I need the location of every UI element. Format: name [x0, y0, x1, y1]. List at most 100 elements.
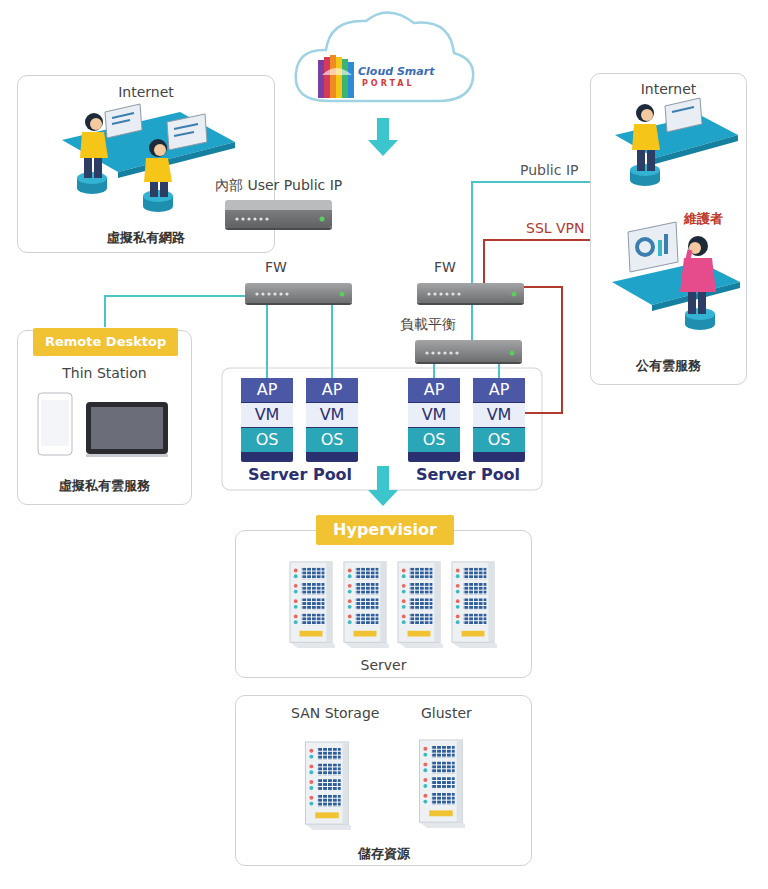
office-workers [62, 104, 235, 212]
maintainer-figure-part [628, 222, 678, 272]
office-workers-part [174, 124, 198, 129]
node-text: FW [434, 258, 456, 276]
firewall-device: FW [417, 283, 524, 303]
node-text: 虛擬私有網路 [18, 229, 274, 247]
node-text: 內部 User Public IP [215, 176, 342, 194]
public-user-part [641, 109, 653, 121]
storage-panel: SAN Storage Gluster 儲存資源 [235, 695, 532, 866]
node-text: VM [241, 403, 293, 427]
portal-logo-part [336, 57, 342, 98]
node-text: OS [408, 428, 460, 452]
node-text: AP [306, 378, 358, 402]
server-pool-group: APVMOSAPVMOSServer Pool [400, 372, 536, 488]
node-text: Remote Desktop [33, 328, 178, 356]
device-leds [225, 200, 332, 228]
node-text: 虛擬私有雲服務 [18, 477, 191, 495]
public-user-part [665, 98, 702, 132]
device-leds-part [451, 292, 454, 295]
node-text: OS [306, 428, 358, 452]
device-leds-part [455, 351, 458, 354]
server-racks [290, 562, 502, 648]
vm-stack: APVMOS [241, 378, 293, 462]
maintainer-figure-part [686, 250, 690, 268]
node-text: OS [241, 428, 293, 452]
node-text: 儲存資源 [236, 845, 531, 863]
node-text: Server Pool [232, 466, 368, 484]
connector-line [433, 362, 435, 378]
device-leds-part [457, 292, 460, 295]
portal-logo [318, 55, 354, 98]
device-leds-part [235, 217, 238, 220]
connector-line [524, 287, 562, 413]
maintainer-figure-part [637, 239, 653, 255]
server-racks-part [344, 562, 394, 648]
server-racks-part [290, 562, 340, 648]
storage-racks-part [419, 740, 470, 828]
portal-logo-part [342, 59, 348, 98]
device-leds-part [445, 292, 448, 295]
device-leds-part [261, 292, 264, 295]
office-workers-part [90, 118, 102, 130]
device-leds-part [273, 292, 276, 295]
office-workers-part [112, 113, 134, 118]
office-workers-part [167, 114, 207, 150]
device-leds-part [241, 217, 244, 220]
hypervisor-panel: HypervisiorServer [235, 530, 532, 678]
storage-racks [305, 740, 470, 830]
device-leds-part [437, 351, 440, 354]
device-leds-part [259, 217, 262, 220]
node-text: 維護者 [684, 210, 723, 228]
switch-device: 內部 User Public IP [225, 200, 332, 228]
connector-line [472, 182, 590, 283]
node-text: FW [265, 258, 287, 276]
thin-clients-part [91, 407, 163, 449]
device-leds-part [439, 292, 442, 295]
flow-arrow [368, 118, 398, 156]
node-text: VM [306, 403, 358, 427]
node-text: AP [241, 378, 293, 402]
device-leds-part [340, 292, 345, 297]
portal-logo-part [324, 57, 330, 98]
office-workers-part [174, 132, 194, 136]
thin-clients [38, 393, 168, 457]
vm-stack: APVMOS [306, 378, 358, 462]
connector-line [498, 362, 500, 378]
device-leds-part [512, 292, 517, 297]
node-text: AP [408, 378, 460, 402]
office-workers-part [105, 104, 142, 138]
device-leds-part [433, 292, 436, 295]
connector-line [331, 303, 333, 378]
device-leds-part [265, 217, 268, 220]
portal-logo-part [348, 62, 354, 98]
device-leds-part [510, 351, 515, 356]
office-workers-part [85, 113, 103, 131]
portal-logo-part [322, 68, 352, 75]
office-workers-part [112, 120, 130, 124]
device-leds-part [425, 351, 428, 354]
public-user-part [672, 107, 694, 112]
node-text: SAN Storage [291, 704, 379, 722]
device-leds-part [427, 292, 430, 295]
private-cloud-panel: Remote DesktopThin Station 虛擬私有雲服務 [17, 330, 192, 505]
node-text: 公有雲服務 [591, 357, 746, 375]
thin-clients-part [41, 400, 69, 446]
device-leds-part [320, 217, 325, 222]
device-leds-part [449, 351, 452, 354]
device-leds-part [431, 351, 434, 354]
cloud-portal: Cloud SmartPORTAL [288, 5, 478, 108]
device-leds-part [285, 292, 288, 295]
load-balancer-device: 負載平衡 [415, 340, 522, 362]
node-text: Gluster [421, 704, 472, 722]
cloud-shape-part [296, 12, 473, 101]
office-workers-part [80, 132, 108, 158]
node-text: Thin Station [18, 364, 191, 382]
node-text: PORTAL [362, 79, 415, 89]
node-text: AP [473, 378, 525, 402]
maintainer-figure [612, 222, 740, 330]
node-text: Internet [591, 80, 746, 98]
office-workers-part [149, 139, 167, 157]
thin-clients-part [86, 454, 168, 457]
vm-stack: APVMOS [408, 378, 460, 462]
